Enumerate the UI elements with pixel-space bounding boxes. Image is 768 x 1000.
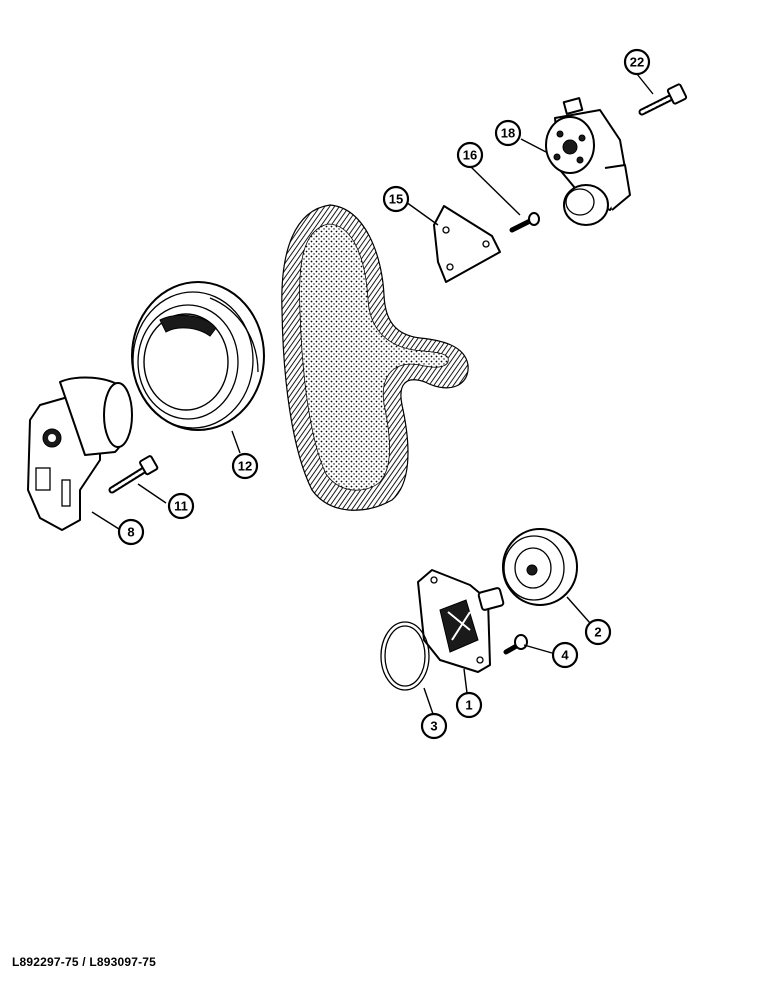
leader-2 — [566, 596, 591, 624]
callout-15: 15 — [382, 185, 410, 213]
callout-18: 18 — [494, 119, 522, 147]
callout-11: 11 — [167, 492, 195, 520]
bolt-11 — [108, 455, 159, 494]
callout-12-label: 12 — [238, 459, 252, 474]
tensioner-assembly-18 — [545, 97, 631, 226]
o-ring-3 — [380, 621, 430, 691]
idler-pulley-2 — [502, 528, 578, 606]
callout-2-label: 2 — [594, 625, 601, 640]
callout-4: 4 — [551, 641, 579, 669]
callout-8-label: 8 — [127, 525, 134, 540]
callout-22-label: 22 — [630, 55, 644, 70]
leader-11 — [137, 483, 167, 504]
callout-22: 22 — [623, 48, 651, 76]
leader-12 — [231, 430, 241, 454]
leader-8 — [91, 511, 120, 530]
serpentine-belt — [281, 204, 469, 511]
leader-4 — [523, 644, 553, 654]
callout-16: 16 — [456, 141, 484, 169]
callout-3-label: 3 — [430, 719, 437, 734]
callout-1-label: 1 — [465, 698, 472, 713]
figure-reference-caption: L892297-75 / L893097-75 — [12, 955, 157, 969]
leader-16 — [470, 166, 521, 216]
bolt-4 — [503, 634, 528, 655]
crank-pulley-12 — [131, 281, 265, 431]
callout-12: 12 — [231, 452, 259, 480]
callout-11-label: 11 — [174, 499, 188, 514]
leader-15 — [405, 201, 439, 226]
callout-1: 1 — [455, 691, 483, 719]
leader-22 — [636, 73, 654, 95]
callout-16-label: 16 — [463, 148, 477, 163]
callout-2: 2 — [584, 618, 612, 646]
screw-16 — [509, 212, 540, 233]
callout-18-label: 18 — [501, 126, 515, 141]
callout-3: 3 — [420, 712, 448, 740]
leader-3 — [423, 687, 434, 715]
callout-8: 8 — [117, 518, 145, 546]
callout-4-label: 4 — [561, 648, 569, 663]
callout-15-label: 15 — [389, 192, 403, 207]
leader-18 — [520, 138, 547, 153]
bracket-plate-15 — [433, 205, 501, 283]
bolt-22 — [638, 83, 688, 116]
idler-bracket-8 — [27, 376, 133, 531]
leader-1 — [463, 668, 468, 694]
water-pump-1 — [417, 569, 505, 673]
